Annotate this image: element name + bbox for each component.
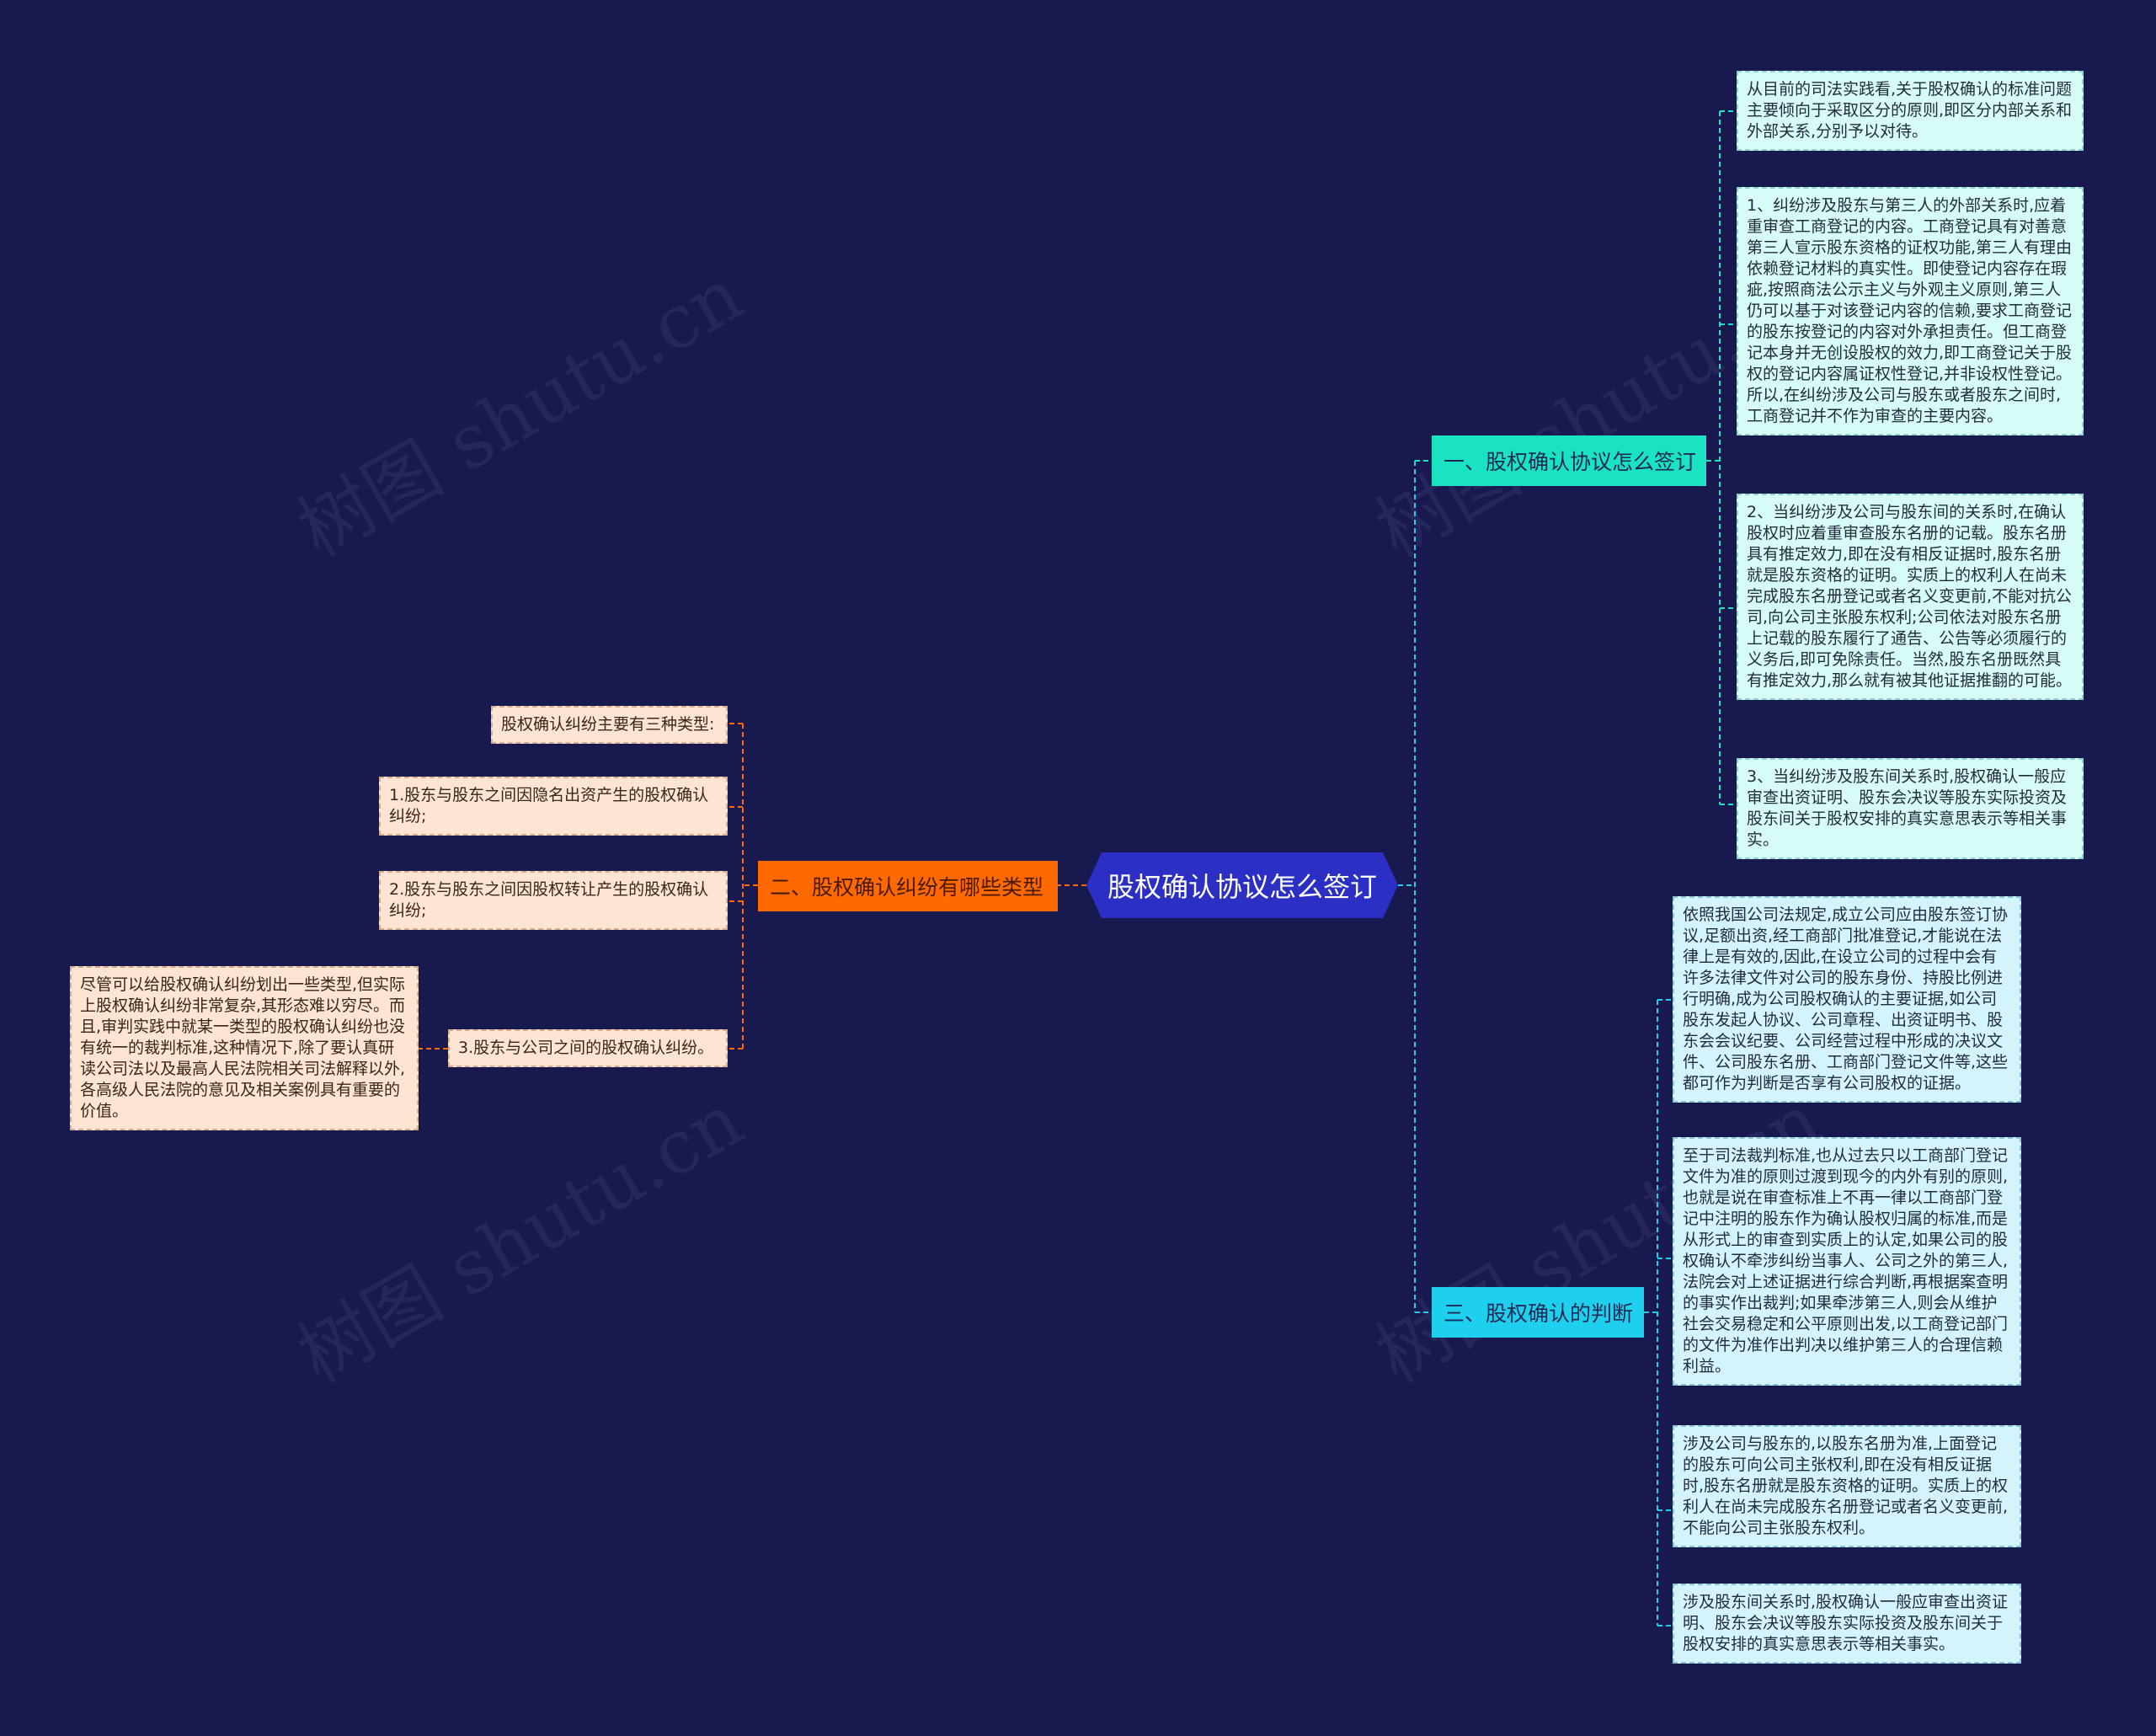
branch-how-to-sign[interactable]: 一、股权确认协议怎么签订 (1432, 435, 1706, 486)
branch-judgment[interactable]: 三、股权确认的判断 (1432, 1287, 1644, 1338)
leaf-dispute-types-intro[interactable]: 股权确认纠纷主要有三种类型: (491, 706, 728, 744)
leaf-judgment-4[interactable]: 涉及股东间关系时,股权确认一般应审查出资证明、股东会决议等股东实际投资及股东间关… (1673, 1584, 2021, 1664)
leaf-dispute-type-1[interactable]: 1.股东与股东之间因隐名出资产生的股权确认纠纷; (379, 777, 728, 836)
leaf-how-to-sign-1[interactable]: 从目前的司法实践看,关于股权确认的标准问题主要倾向于采取区分的原则,即区分内部关… (1737, 71, 2084, 151)
leaf-how-to-sign-2[interactable]: 1、纠纷涉及股东与第三人的外部关系时,应着重审查工商登记的内容。工商登记具有对善… (1737, 187, 2084, 435)
leaf-dispute-type-3[interactable]: 3.股东与公司之间的股权确认纠纷。 (448, 1029, 728, 1067)
leaf-how-to-sign-4[interactable]: 3、当纠纷涉及股东间关系时,股权确认一般应审查出资证明、股东会决议等股东实际投资… (1737, 758, 2084, 859)
leaf-dispute-note[interactable]: 尽管可以给股权确认纠纷划出一些类型,但实际上股权确认纠纷非常复杂,其形态难以穷尽… (70, 966, 419, 1130)
leaf-judgment-1[interactable]: 依照我国公司法规定,成立公司应由股东签订协议,足额出资,经工商部门批准登记,才能… (1673, 896, 2021, 1103)
leaf-judgment-2[interactable]: 至于司法裁判标准,也从过去只以工商部门登记文件为准的原则过渡到现今的内外有别的原… (1673, 1137, 2021, 1386)
leaf-dispute-type-2[interactable]: 2.股东与股东之间因股权转让产生的股权确认纠纷; (379, 871, 728, 930)
branch-dispute-types[interactable]: 二、股权确认纠纷有哪些类型 (758, 861, 1058, 911)
root-topic[interactable]: 股权确认协议怎么签订 (1086, 852, 1398, 918)
leaf-judgment-3[interactable]: 涉及公司与股东的,以股东名册为准,上面登记的股东可向公司主张权利,即在没有相反证… (1673, 1425, 2021, 1547)
leaf-how-to-sign-3[interactable]: 2、当纠纷涉及公司与股东间的关系时,在确认股权时应着重审查股东名册的记载。股东名… (1737, 494, 2084, 700)
